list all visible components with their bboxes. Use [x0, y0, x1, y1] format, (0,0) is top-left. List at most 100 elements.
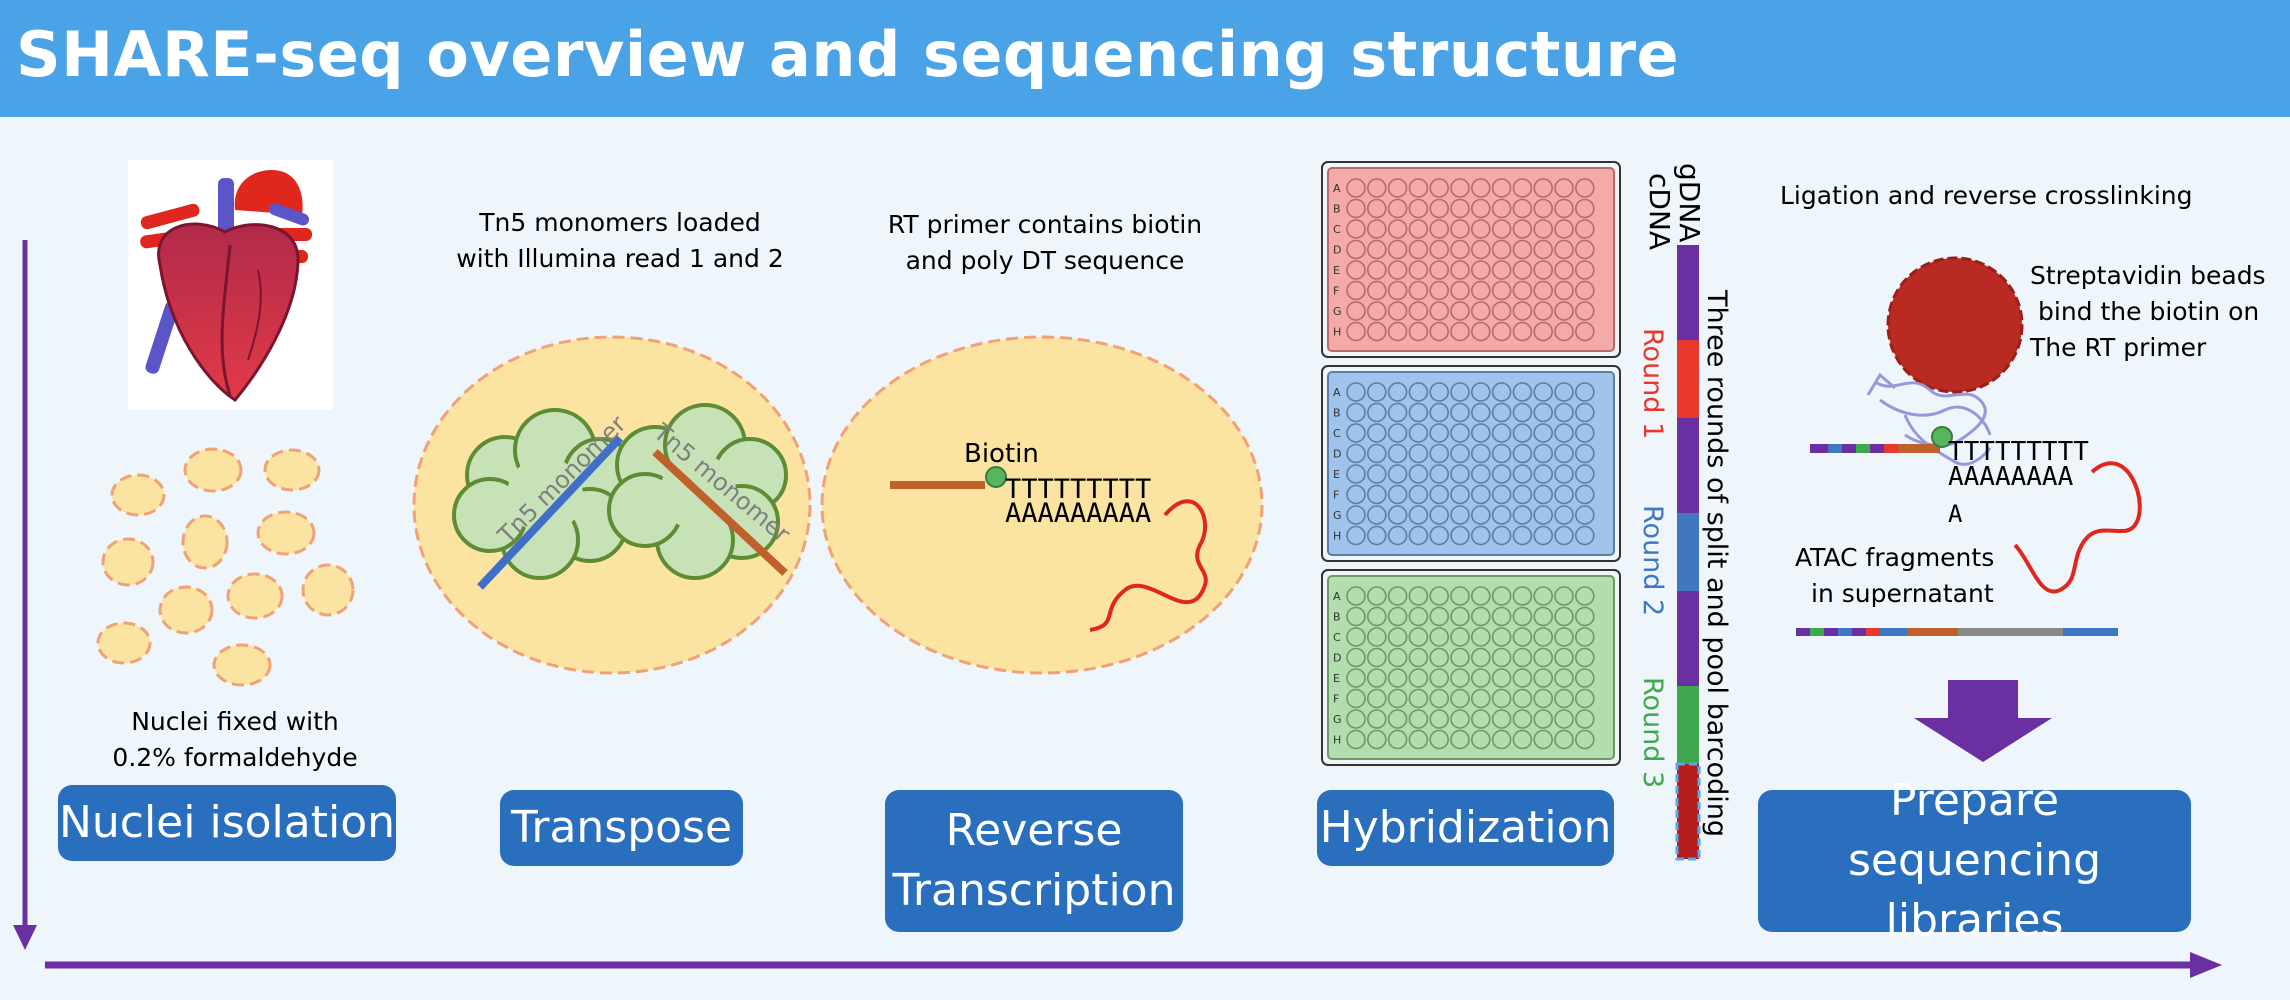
plate-well	[1367, 525, 1387, 546]
stage-reverse-transcription: Reverse Transcription	[885, 790, 1183, 932]
plate-well	[1367, 505, 1387, 525]
plate-well	[1346, 280, 1366, 301]
plate-well	[1429, 178, 1449, 198]
plate-row-label: C	[1333, 631, 1341, 644]
read2-adapter-line	[652, 449, 788, 576]
atac-fragment-bar	[1796, 628, 2118, 636]
plate-well	[1367, 402, 1387, 423]
plate-well	[1533, 606, 1553, 627]
plate-well	[1450, 606, 1470, 627]
plate-well	[1491, 729, 1512, 750]
plate-well	[1512, 178, 1533, 198]
plate-well	[1471, 423, 1491, 443]
plate-well	[1471, 729, 1491, 750]
plate-well	[1491, 321, 1512, 342]
plate-well	[1387, 239, 1408, 260]
plate-well	[1429, 668, 1449, 688]
plate-well	[1554, 402, 1574, 423]
plate-well	[1575, 423, 1595, 443]
nuclei-fixed-line1: Nuclei fixed with	[131, 707, 339, 736]
plate-well	[1387, 505, 1408, 525]
plate-well	[1533, 402, 1553, 423]
plate-well	[1533, 280, 1553, 301]
plate-well	[1429, 606, 1449, 627]
stage-prepare-line1: Prepare sequencing	[1848, 775, 2101, 886]
library-biotin-dot	[1931, 426, 1953, 448]
plate-well	[1575, 280, 1595, 301]
strep-line3: The RT primer	[2030, 333, 2207, 362]
plate-well	[1533, 198, 1553, 219]
plate-well	[1367, 484, 1387, 505]
plate-well	[1471, 198, 1491, 219]
stage-rt-line1: Reverse	[945, 805, 1123, 856]
plate-well	[1367, 464, 1387, 484]
plate-row-label: D	[1333, 244, 1341, 257]
plate-well	[1408, 668, 1429, 688]
plate-well	[1554, 423, 1574, 443]
biotin-label: Biotin	[964, 439, 1039, 469]
plate-well	[1429, 198, 1449, 219]
plate-well	[1387, 464, 1408, 484]
plate-well	[1512, 198, 1533, 219]
plate-well	[1533, 260, 1553, 280]
plate-well	[1408, 505, 1429, 525]
library-prep-graphic: TTTTTTTTT AAAAAAAA A	[1796, 256, 2142, 762]
plate-well	[1533, 382, 1553, 402]
plate-well	[1367, 586, 1387, 606]
plate-well	[1554, 668, 1574, 688]
plate-well	[1491, 709, 1512, 729]
plate-well	[1387, 668, 1408, 688]
plate-row-label: G	[1333, 305, 1342, 318]
plate-well	[1512, 525, 1533, 546]
plate-well	[1450, 321, 1470, 342]
mrna-wave	[1089, 499, 1208, 632]
rt-primer-oval: Biotin TTTTTTTTT AAAAAAAAA	[820, 335, 1264, 675]
plate-well	[1575, 606, 1595, 627]
rt-note-line2: and poly DT sequence	[905, 246, 1185, 275]
plate-well	[1408, 484, 1429, 505]
plate-well	[1575, 627, 1595, 647]
strep-line1: Streptavidin beads	[2030, 261, 2266, 290]
plate-well	[1575, 525, 1595, 546]
plate-well	[1408, 729, 1429, 750]
plate-well	[1450, 260, 1470, 280]
plate-well	[1471, 668, 1491, 688]
plate-well	[1367, 627, 1387, 647]
title-banner: SHARE-seq overview and sequencing struct…	[0, 0, 2290, 117]
plate-row-label: G	[1333, 713, 1342, 726]
plate-well	[1491, 688, 1512, 709]
plate-well	[1346, 198, 1366, 219]
plate-well	[1512, 505, 1533, 525]
stage-rt-line2: Transcription	[892, 865, 1176, 916]
plate-well	[1387, 647, 1408, 668]
plate-well	[1554, 301, 1574, 321]
plate-well	[1450, 688, 1470, 709]
plate-well	[1512, 423, 1533, 443]
plate-well	[1450, 280, 1470, 301]
tn5-cloud-left	[452, 408, 638, 580]
plate-well	[1387, 525, 1408, 546]
plate-well	[1429, 280, 1449, 301]
plate-well	[1575, 464, 1595, 484]
plate-well	[1367, 382, 1387, 402]
plate-well	[1491, 464, 1512, 484]
plate-well	[1575, 709, 1595, 729]
plate-well	[1575, 729, 1595, 750]
stage-hybridization-label: Hybridization	[1319, 802, 1612, 853]
plate-well	[1450, 484, 1470, 505]
round2-label: Round 2	[1637, 505, 1668, 616]
plate-well	[1387, 382, 1408, 402]
plate-well	[1512, 606, 1533, 627]
plate-well	[1408, 321, 1429, 342]
plate-well	[1512, 464, 1533, 484]
plate-row-label: G	[1333, 509, 1342, 522]
plate-well	[1346, 484, 1366, 505]
plate-well	[1346, 321, 1366, 342]
nuclei-fixed-line2: 0.2% formaldehyde	[112, 743, 358, 772]
plate-well	[1554, 729, 1574, 750]
plate-well	[1387, 627, 1408, 647]
plate-well	[1367, 729, 1387, 750]
plate-well	[1533, 505, 1553, 525]
